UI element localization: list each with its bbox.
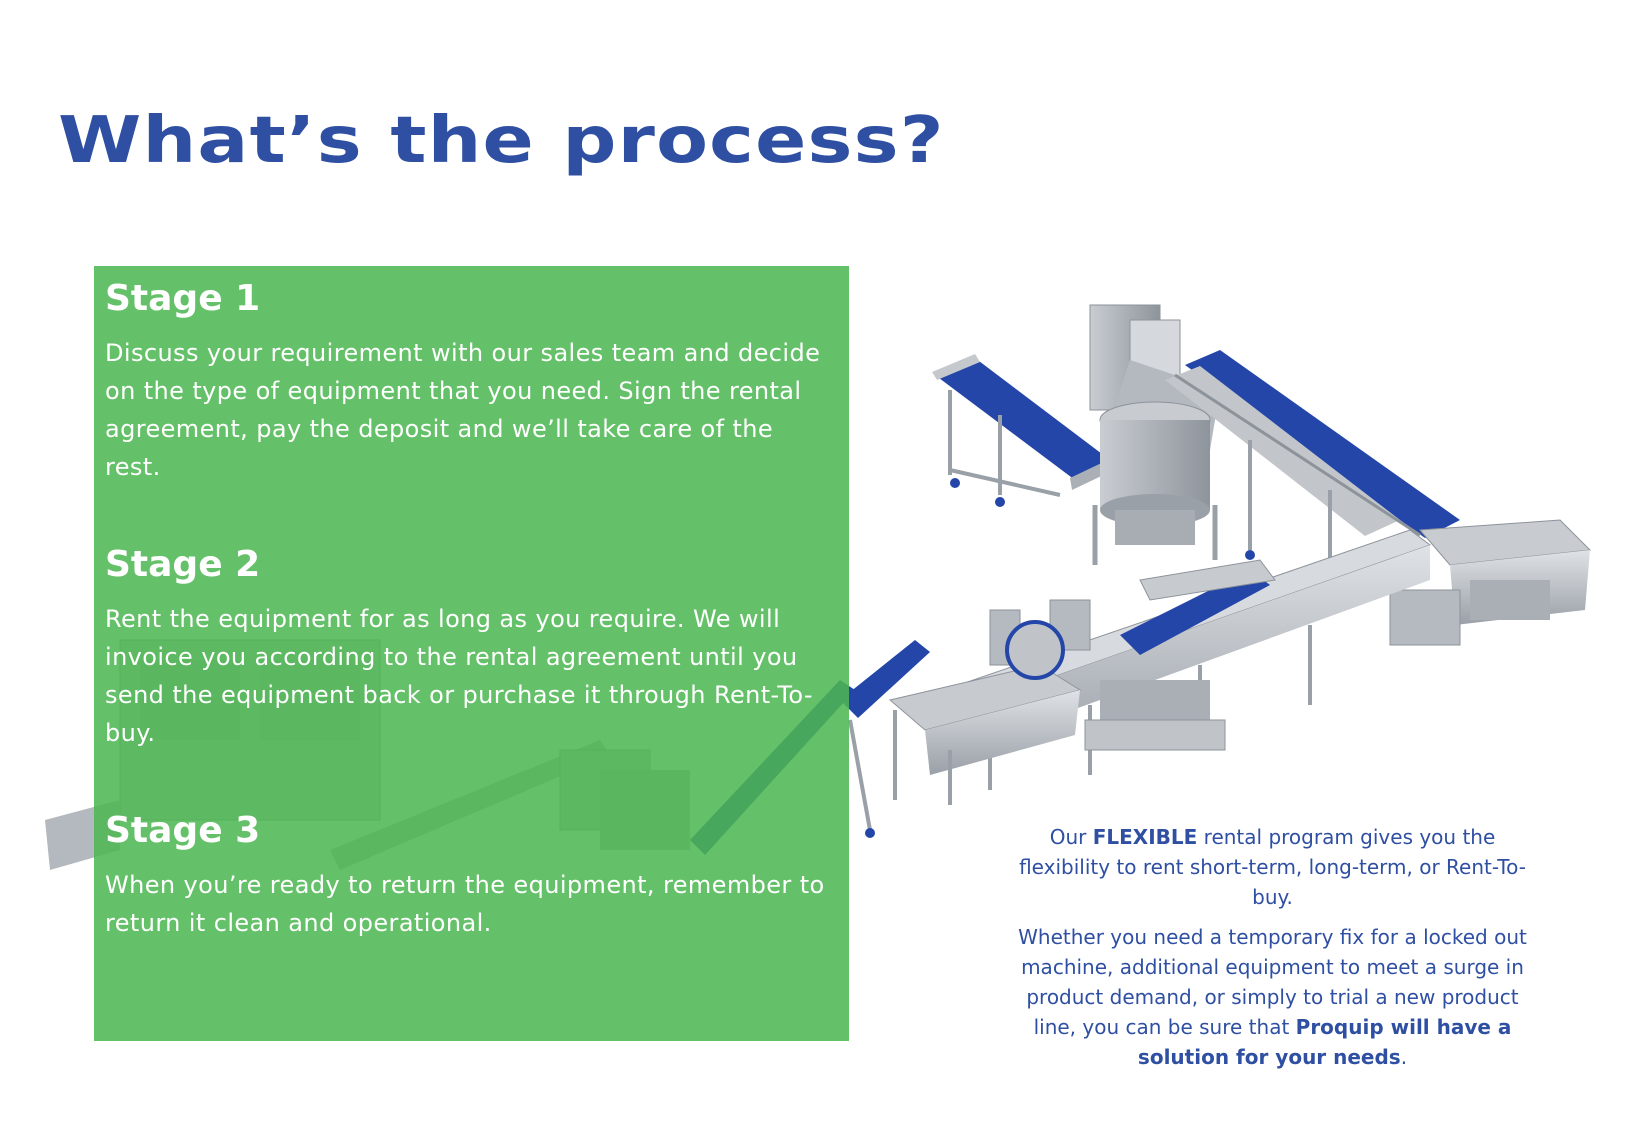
stage-3-title: Stage 3: [105, 810, 261, 851]
info-p1-bold: FLEXIBLE: [1092, 825, 1198, 849]
info-paragraph-solution: Whether you need a temporary fix for a l…: [1010, 922, 1535, 1072]
stage-1-text: Discuss your requirement with our sales …: [105, 339, 821, 481]
feed-hopper-tank: [888, 599, 1091, 805]
stage-2-text: Rent the equipment for as long as you re…: [105, 605, 813, 747]
incline-conveyor-right: [1165, 350, 1460, 560]
stage-3: Stage 3 When you’re ready to return the …: [105, 808, 835, 942]
elevator-conveyor-middle: [1084, 559, 1276, 751]
stage-3-text: When you’re ready to return the equipmen…: [105, 871, 825, 937]
washer-tank-right: [1389, 519, 1592, 646]
info-p2-end: .: [1400, 1045, 1408, 1069]
stage-2-title: Stage 2: [105, 544, 261, 585]
page-title: What’s the process?: [58, 104, 945, 178]
stages-panel: Stage 1 Discuss your requirement with ou…: [94, 266, 849, 1041]
stage-1-title: Stage 1: [105, 278, 261, 319]
stage-2: Stage 2 Rent the equipment for as long a…: [105, 542, 835, 752]
stage-1: Stage 1 Discuss your requirement with ou…: [105, 276, 835, 486]
incline-conveyor-back: [932, 354, 1114, 507]
centrifuge-unit: [1089, 304, 1220, 565]
info-p2-text: Whether you need a temporary fix for a l…: [1018, 925, 1527, 1039]
info-paragraph-flexible: Our FLEXIBLE rental program gives you th…: [1010, 822, 1535, 912]
incline-conveyor-left: [840, 640, 930, 838]
info-p2-bold: Proquip will have a solution for your ne…: [1137, 1015, 1512, 1069]
info-p1-prefix: Our: [1049, 825, 1093, 849]
info-text-block: Our FLEXIBLE rental program gives you th…: [1010, 822, 1535, 1082]
info-p1-suffix: rental program gives you the flexibility…: [1019, 825, 1526, 909]
